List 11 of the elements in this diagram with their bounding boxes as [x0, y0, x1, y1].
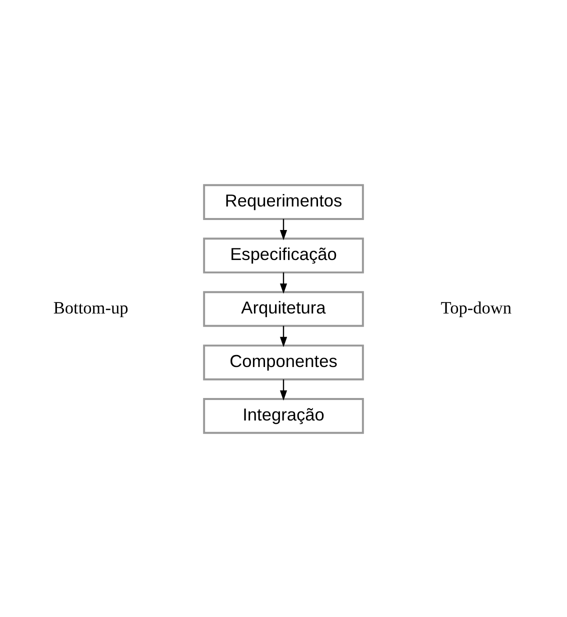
label: Bottom-up — [53, 298, 128, 317]
arrow — [280, 325, 288, 347]
node-box: Integração — [203, 398, 364, 434]
node-box: Componentes — [203, 344, 364, 380]
arrow — [280, 378, 288, 400]
arrow — [280, 272, 288, 294]
node-box: Requerimentos — [203, 184, 364, 220]
node-box: Especificação — [203, 237, 364, 273]
arrow — [280, 218, 288, 240]
node-box: Arquitetura — [203, 290, 364, 326]
label: Top-down — [440, 298, 512, 317]
